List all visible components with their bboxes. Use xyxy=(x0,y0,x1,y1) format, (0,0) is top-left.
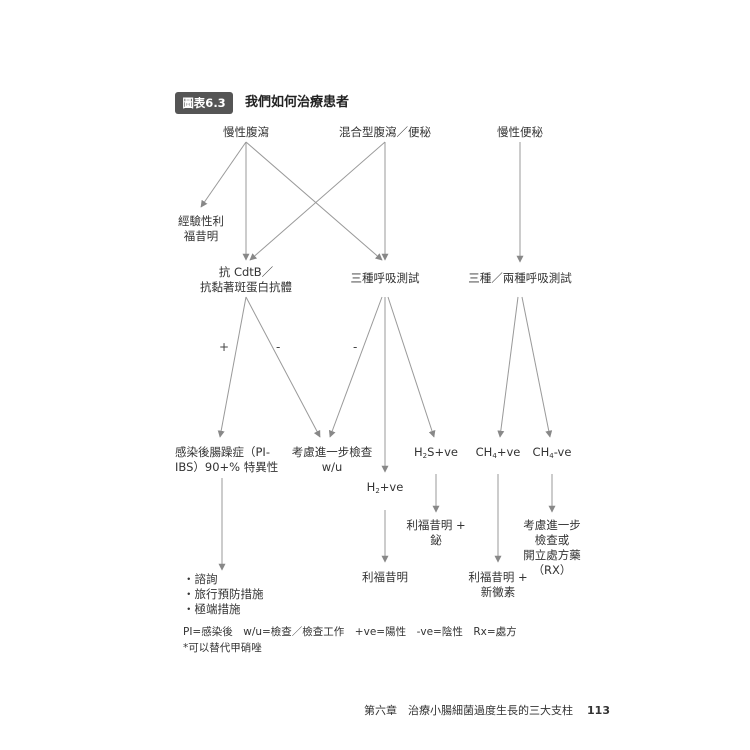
edge-anticdtb-piibs xyxy=(217,296,247,438)
edge-diarrhea-breath xyxy=(245,141,383,261)
node-ch4-negative: CH4-ve xyxy=(532,445,572,460)
figure-badge: 圖表6.3 xyxy=(175,92,233,114)
abbreviation-legend: PI=感染後 w/u=檢查／檢查工作 +ve=陽性 -ve=陰性 Rx=處方 xyxy=(183,626,517,638)
edge-breath-consider xyxy=(328,296,383,438)
edge-mixed-anticdtb xyxy=(249,141,386,261)
node-chronic-diarrhea: 慢性腹瀉 xyxy=(223,125,269,139)
figure-title: 我們如何治療患者 xyxy=(245,95,350,110)
page-footer: 第六章 治療小腸細菌過度生長的三大支柱 113 xyxy=(364,702,610,718)
sign-minus-1: - xyxy=(276,340,281,354)
node-chronic-constipation: 慢性便秘 xyxy=(497,125,543,139)
node-consider-rx: 考慮進一步 檢查或 開立處方藥 （RX） xyxy=(523,518,581,577)
node-rifaximin-neomycin: 利福昔明 + 新黴素 xyxy=(468,570,528,599)
node-three-breath-tests: 三種呼吸測試 xyxy=(350,271,420,285)
node-mixed: 混合型腹瀉／便秘 xyxy=(339,125,431,139)
node-rifaximin-bismuth: 利福昔明 + 鉍 xyxy=(406,518,466,547)
node-h2s-positive: H2S+ve xyxy=(414,445,458,460)
edge-breath2-ch4pos xyxy=(497,296,519,438)
edge-diarrhea-empiric xyxy=(200,141,247,208)
edge-breath2-ch4neg xyxy=(521,296,553,438)
page-number: 113 xyxy=(587,704,610,717)
edge-breath-h2s xyxy=(387,296,436,438)
node-empiric-rifaximin: 經驗性利 福昔明 xyxy=(178,214,224,243)
footnote: *可以替代甲硝唑 xyxy=(183,642,262,654)
node-three-two-breath-tests: 三種／兩種呼吸測試 xyxy=(468,271,572,285)
edge-anticdtb-consider xyxy=(245,296,321,438)
node-anti-cdtb: 抗 CdtB／ 抗黏著斑蛋白抗體 xyxy=(200,265,292,294)
node-pi-ibs-measures: ・諮詢 ・旅行預防措施 ・極端措施 xyxy=(183,572,264,616)
node-ch4-positive: CH4+ve xyxy=(475,445,521,460)
sign-plus: + xyxy=(219,340,230,354)
chapter-title: 第六章 治療小腸細菌過度生長的三大支柱 xyxy=(364,704,574,717)
node-h2-positive: H2+ve xyxy=(366,480,404,495)
node-pi-ibs: 感染後腸躁症（PI- IBS）90+% 特異性 xyxy=(175,445,279,474)
node-rifaximin: 利福昔明 xyxy=(362,570,408,584)
node-consider-workup: 考慮進一步檢查 w/u xyxy=(291,445,373,474)
sign-minus-2: - xyxy=(353,340,358,354)
